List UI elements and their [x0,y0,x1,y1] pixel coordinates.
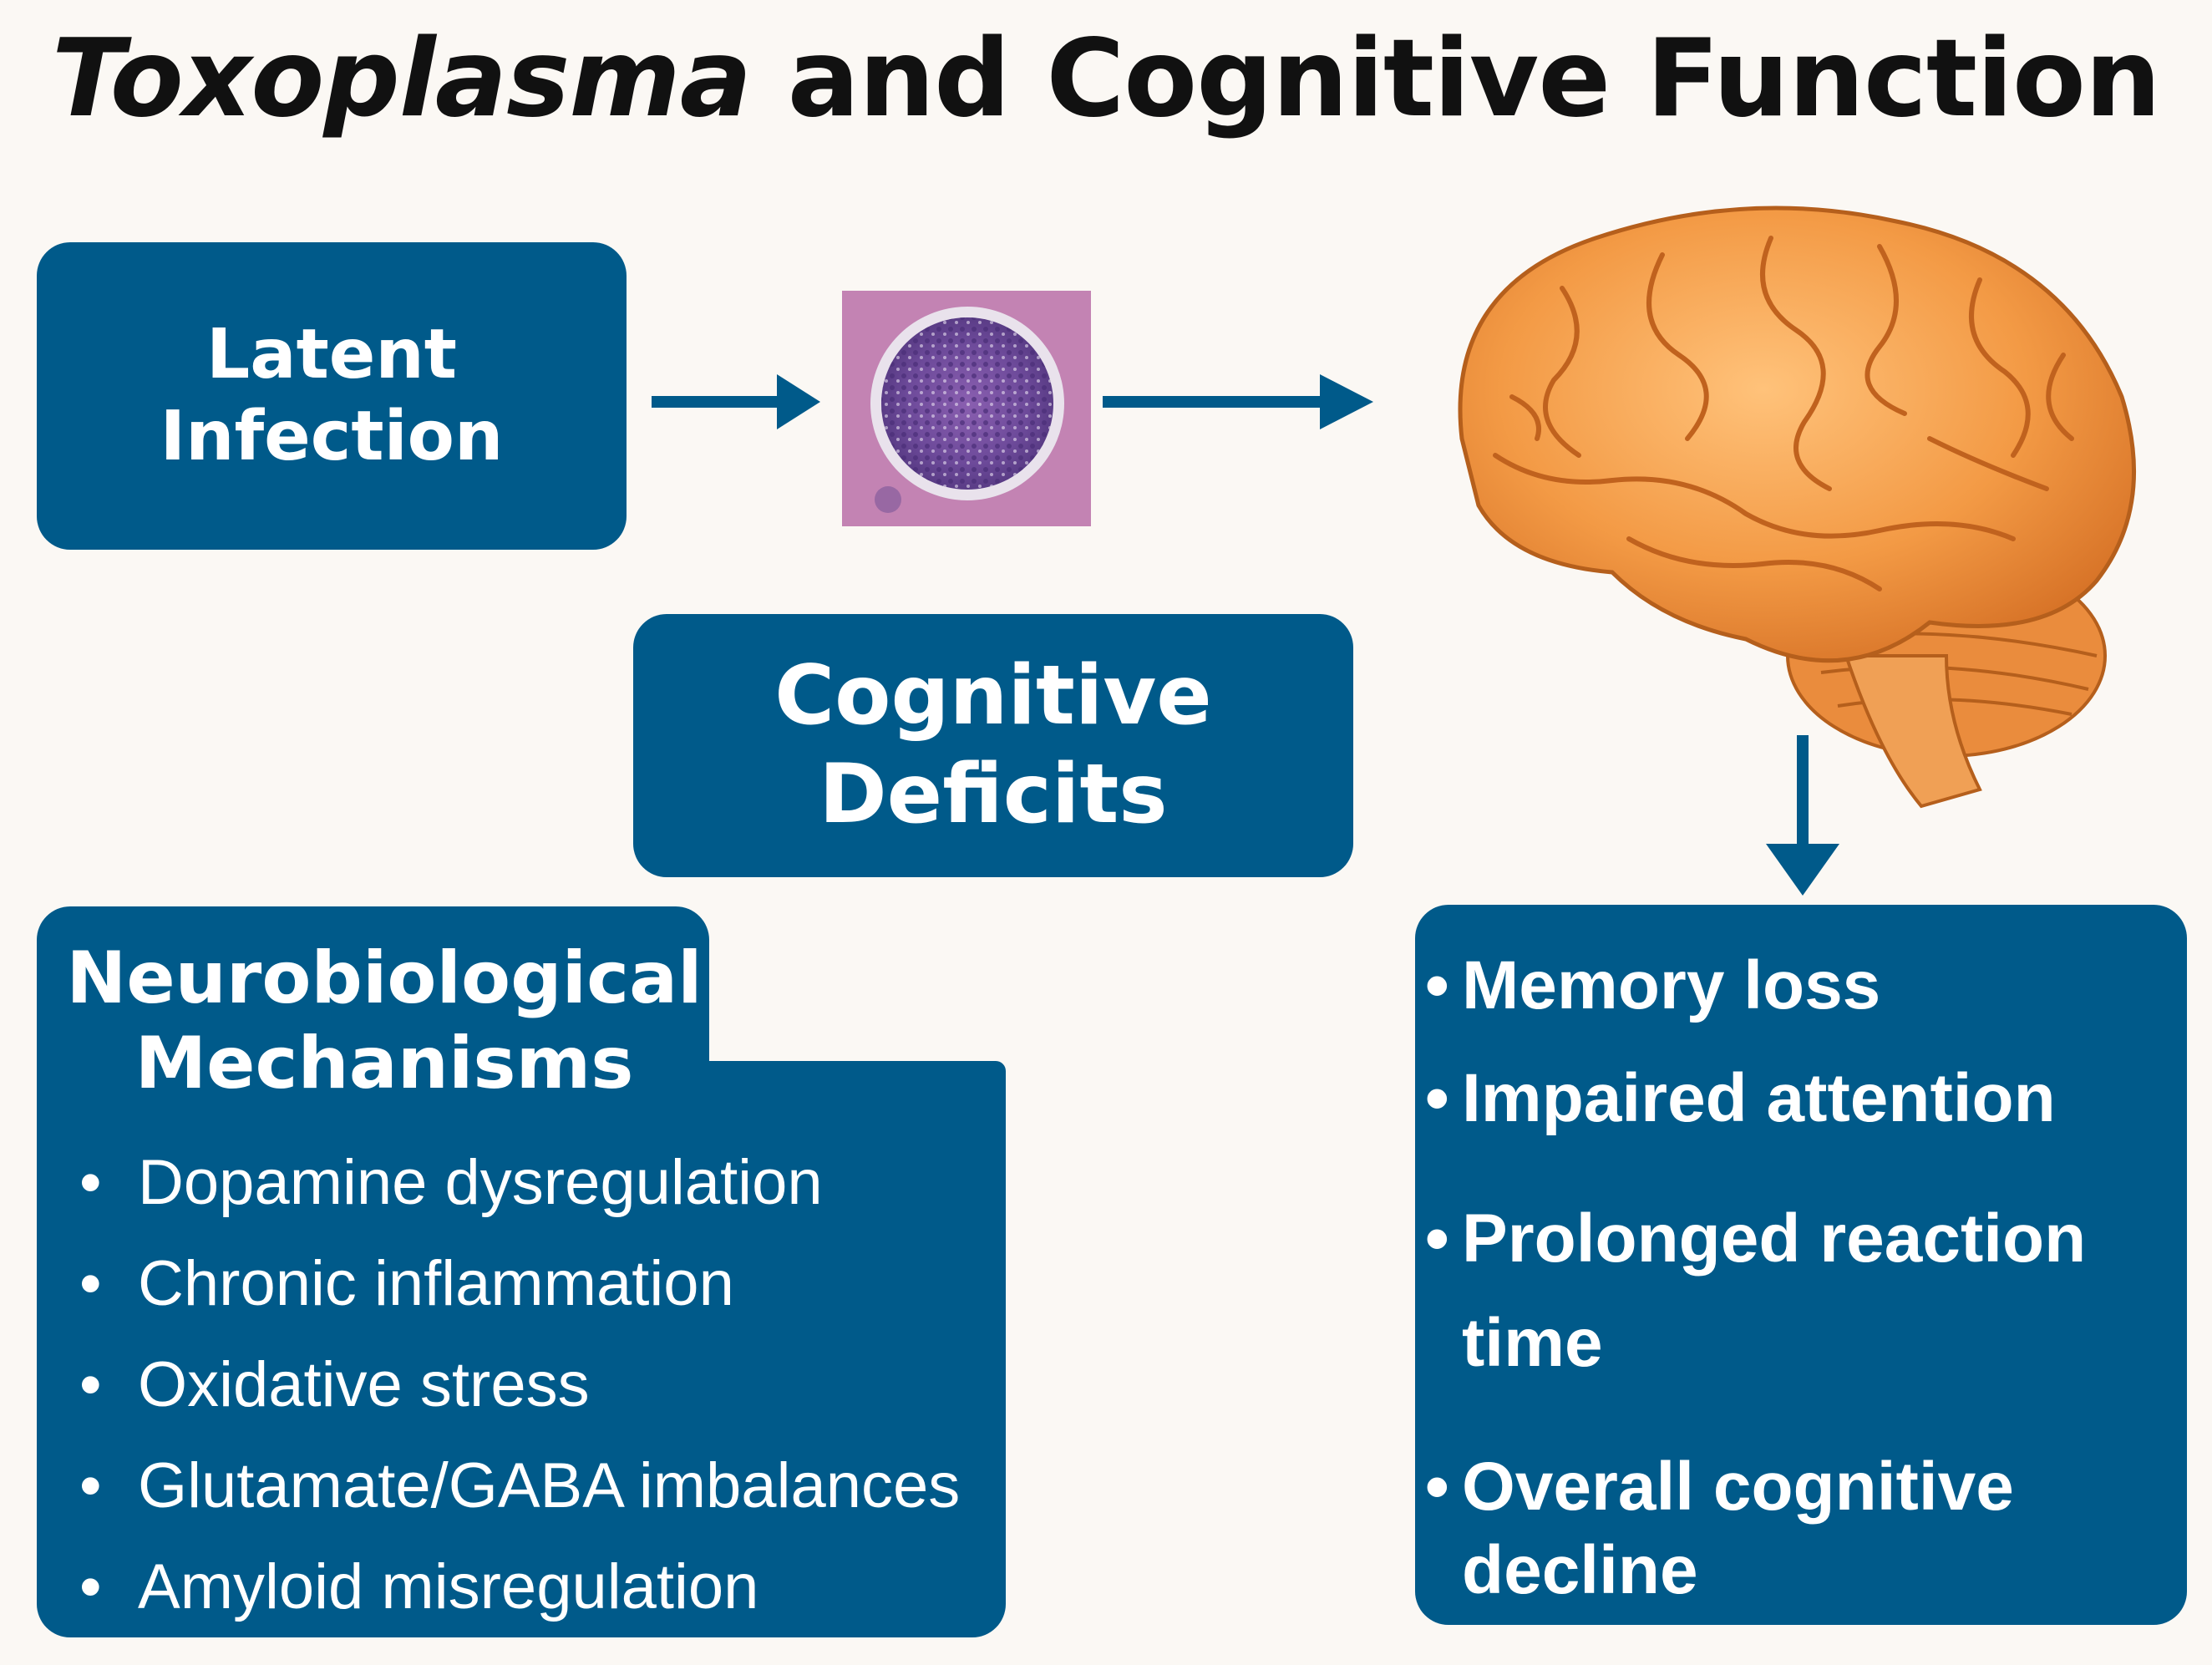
page-title: Toxoplasma and Cognitive Function [0,8,2212,150]
mechanism-label: Glutamate/GABA imbalances [138,1450,961,1521]
mechanism-label: Dopamine dysregulation [138,1147,823,1218]
deficits-line-2: Deficits [819,746,1168,842]
list-item: •Glutamate/GABA imbalances [79,1450,961,1521]
effect-label: Impaired attention [1462,1060,2056,1136]
list-item: •Oxidative stress [79,1349,590,1420]
title-rest: and Cognitive Function [751,17,2161,141]
deficits-line-1: Cognitive [774,647,1212,744]
mechanism-label: Oxidative stress [138,1349,590,1420]
cognitive-deficits-box: Cognitive Deficits [633,614,1353,877]
mechanisms-title-line-1: Neurobiological [66,937,703,1020]
list-item: •Prolonged reaction time [1425,1186,2177,1395]
mechanisms-list: •Dopamine dysregulation •Chronic inflamm… [79,1132,960,1637]
arrow-right-icon [1103,374,1373,429]
list-item: •Chronic inflammation [79,1248,734,1319]
mechanisms-title: Neurobiological Mechanisms [42,936,727,1106]
latent-line-2: Infection [160,397,504,476]
arrow-down-icon [1766,735,1839,896]
effects-list: •Memory loss •Impaired attention •Prolon… [1425,944,2177,1612]
latent-infection-box: Latent Infection [37,242,627,550]
mechanism-label: Amyloid misregulation [138,1551,759,1622]
list-item: •Impaired attention [1425,1057,2177,1140]
latent-line-1: Latent [206,314,457,394]
cognitive-effects-box [1415,905,2187,1625]
brain-illustration [1458,206,2137,809]
mechanism-label: Chronic inflammation [138,1248,734,1319]
list-item: •Dopamine dysregulation [79,1147,823,1218]
list-item: •Amyloid misregulation [79,1551,759,1622]
effect-label: Overall cognitive decline [1462,1449,2014,1608]
list-item: •Overall cognitive decline [1425,1445,2177,1612]
title-italic: Toxoplasma [52,17,752,141]
tissue-cyst-image [842,291,1091,526]
mechanisms-body-panel [37,1061,1006,1637]
arrow-right-icon [652,374,820,429]
mechanisms-title-line-2: Mechanisms [134,1022,634,1105]
list-item: •Memory loss [1425,944,2177,1028]
effect-label: Memory loss [1462,947,1881,1023]
effect-label: Prolonged reaction time [1462,1201,2087,1381]
